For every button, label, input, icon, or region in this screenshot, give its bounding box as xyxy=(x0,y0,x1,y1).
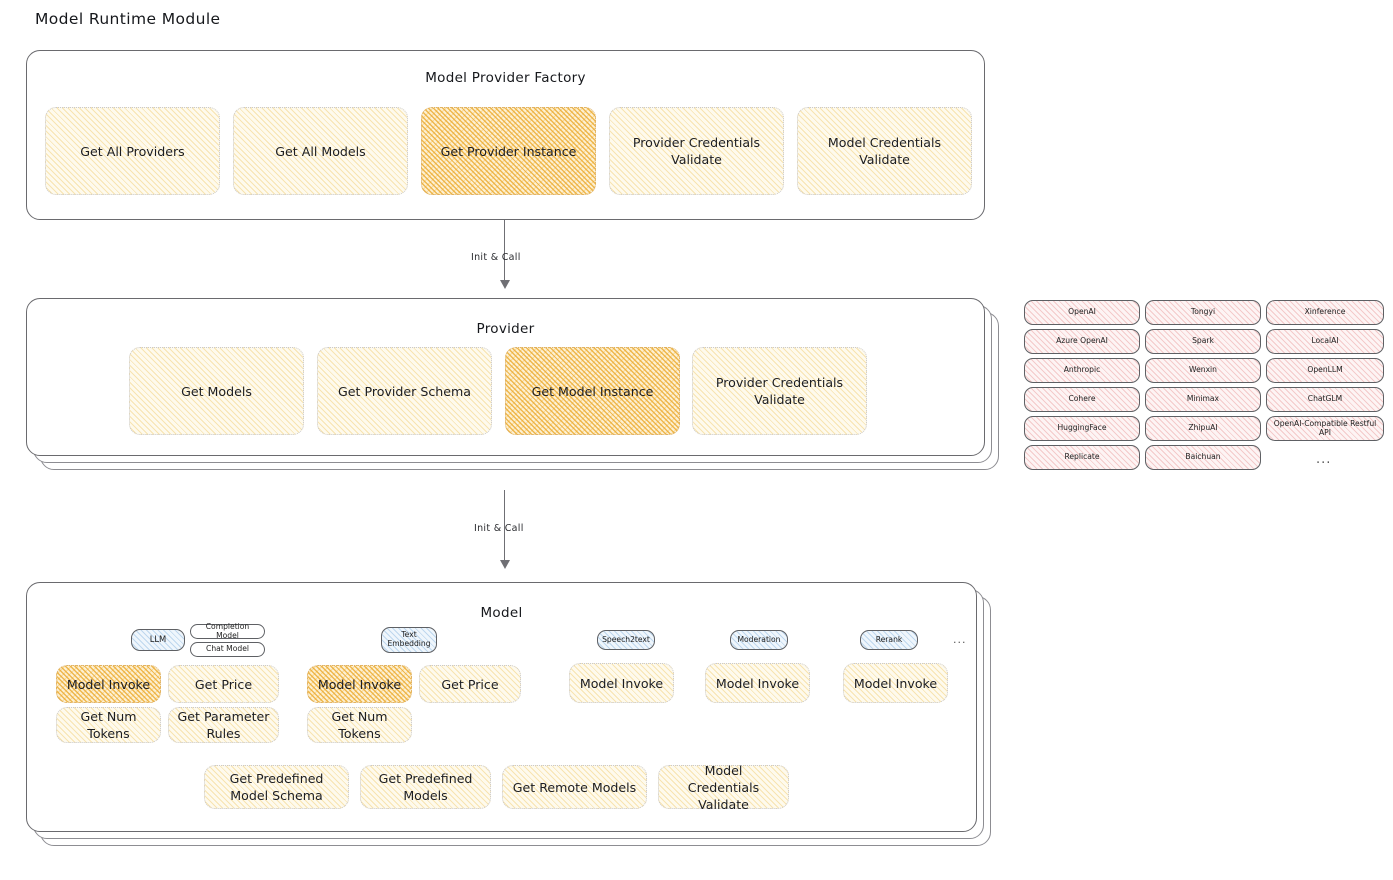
model-common-get-predefined-model-schema[interactable]: Get Predefined Model Schema xyxy=(204,765,349,809)
page-title: Model Runtime Module xyxy=(35,10,221,28)
provider-list: OpenAI Azure OpenAI Anthropic Cohere Hug… xyxy=(1024,300,1384,475)
arrow-factory-to-provider-label: Init & Call xyxy=(471,252,521,263)
provider-container: Provider Get Models Get Provider Schema … xyxy=(26,298,985,456)
arrow-provider-to-model-head xyxy=(499,560,510,569)
arrow-factory-to-provider-head xyxy=(499,280,510,289)
provider-box-get-model-instance[interactable]: Get Model Instance xyxy=(505,347,680,435)
model-type-chip-text-embedding[interactable]: Text Embedding xyxy=(381,627,437,653)
provider-box-get-provider-schema[interactable]: Get Provider Schema xyxy=(317,347,492,435)
provider-chip-replicate[interactable]: Replicate xyxy=(1024,445,1140,470)
speech2text-method-model-invoke[interactable]: Model Invoke xyxy=(569,663,674,703)
provider-chip-tongyi[interactable]: Tongyi xyxy=(1145,300,1261,325)
provider-chip-spark[interactable]: Spark xyxy=(1145,329,1261,354)
provider-chip-cohere[interactable]: Cohere xyxy=(1024,387,1140,412)
model-subtype-chip-completion-model[interactable]: Completion Model xyxy=(190,622,265,639)
moderation-method-model-invoke[interactable]: Model Invoke xyxy=(705,663,810,703)
provider-chip-huggingface[interactable]: HuggingFace xyxy=(1024,416,1140,441)
model-type-chip-llm[interactable]: LLM xyxy=(131,629,185,651)
provider-chip-azure-openai[interactable]: Azure OpenAI xyxy=(1024,329,1140,354)
provider-title: Provider xyxy=(476,321,535,337)
provider-chip-zhipuai[interactable]: ZhipuAI xyxy=(1145,416,1261,441)
arrow-factory-to-provider-line xyxy=(504,220,506,282)
factory-box-get-all-models[interactable]: Get All Models xyxy=(233,107,408,195)
provider-chip-minimax[interactable]: Minimax xyxy=(1145,387,1261,412)
factory-box-get-all-providers[interactable]: Get All Providers xyxy=(45,107,220,195)
model-common-get-predefined-models[interactable]: Get Predefined Models xyxy=(360,765,491,809)
llm-method-get-price[interactable]: Get Price xyxy=(168,665,279,703)
provider-box-provider-credentials-validate[interactable]: Provider Credentials Validate xyxy=(692,347,867,435)
model-type-chip-speech2text[interactable]: Speech2text xyxy=(597,630,655,650)
llm-method-get-parameter-rules[interactable]: Get Parameter Rules xyxy=(168,707,279,743)
model-common-get-remote-models[interactable]: Get Remote Models xyxy=(502,765,647,809)
text-embedding-method-get-num-tokens[interactable]: Get Num Tokens xyxy=(307,707,412,743)
arrow-provider-to-model-line xyxy=(504,490,506,562)
provider-chip-openai[interactable]: OpenAI xyxy=(1024,300,1140,325)
llm-method-get-num-tokens[interactable]: Get Num Tokens xyxy=(56,707,161,743)
factory-box-get-provider-instance[interactable]: Get Provider Instance xyxy=(421,107,596,195)
provider-chip-openllm[interactable]: OpenLLM xyxy=(1266,358,1384,383)
provider-chip-anthropic[interactable]: Anthropic xyxy=(1024,358,1140,383)
text-embedding-method-model-invoke[interactable]: Model Invoke xyxy=(307,665,412,703)
model-container: Model LLM Completion Model Chat Model Mo… xyxy=(26,582,977,832)
model-common-model-credentials-validate[interactable]: Model Credentials Validate xyxy=(658,763,789,812)
model-type-chip-moderation[interactable]: Moderation xyxy=(730,630,788,650)
provider-chip-baichuan[interactable]: Baichuan xyxy=(1145,445,1261,470)
provider-box-get-models[interactable]: Get Models xyxy=(129,347,304,435)
provider-chip-openai-compatible-restful-api[interactable]: OpenAI-Compatible Restful API xyxy=(1266,416,1384,441)
llm-method-model-invoke[interactable]: Model Invoke xyxy=(56,665,161,703)
model-title: Model xyxy=(480,605,523,621)
provider-chip-wenxin[interactable]: Wenxin xyxy=(1145,358,1261,383)
provider-list-more: ... xyxy=(1316,452,1332,467)
model-provider-factory-container: Model Provider Factory Get All Providers… xyxy=(26,50,985,220)
factory-box-model-credentials-validate[interactable]: Model Credentials Validate xyxy=(797,107,972,195)
provider-chip-xinference[interactable]: Xinference xyxy=(1266,300,1384,325)
rerank-method-model-invoke[interactable]: Model Invoke xyxy=(843,663,948,703)
provider-chip-chatglm[interactable]: ChatGLM xyxy=(1266,387,1384,412)
model-provider-factory-title: Model Provider Factory xyxy=(425,70,586,86)
text-embedding-method-get-price[interactable]: Get Price xyxy=(419,665,521,703)
arrow-provider-to-model-label: Init & Call xyxy=(474,523,524,534)
factory-box-provider-credentials-validate[interactable]: Provider Credentials Validate xyxy=(609,107,784,195)
model-subtype-chip-chat-model[interactable]: Chat Model xyxy=(190,642,265,657)
provider-chip-localai[interactable]: LocalAI xyxy=(1266,329,1384,354)
model-types-more: ... xyxy=(953,633,967,646)
model-type-chip-rerank[interactable]: Rerank xyxy=(860,630,918,650)
